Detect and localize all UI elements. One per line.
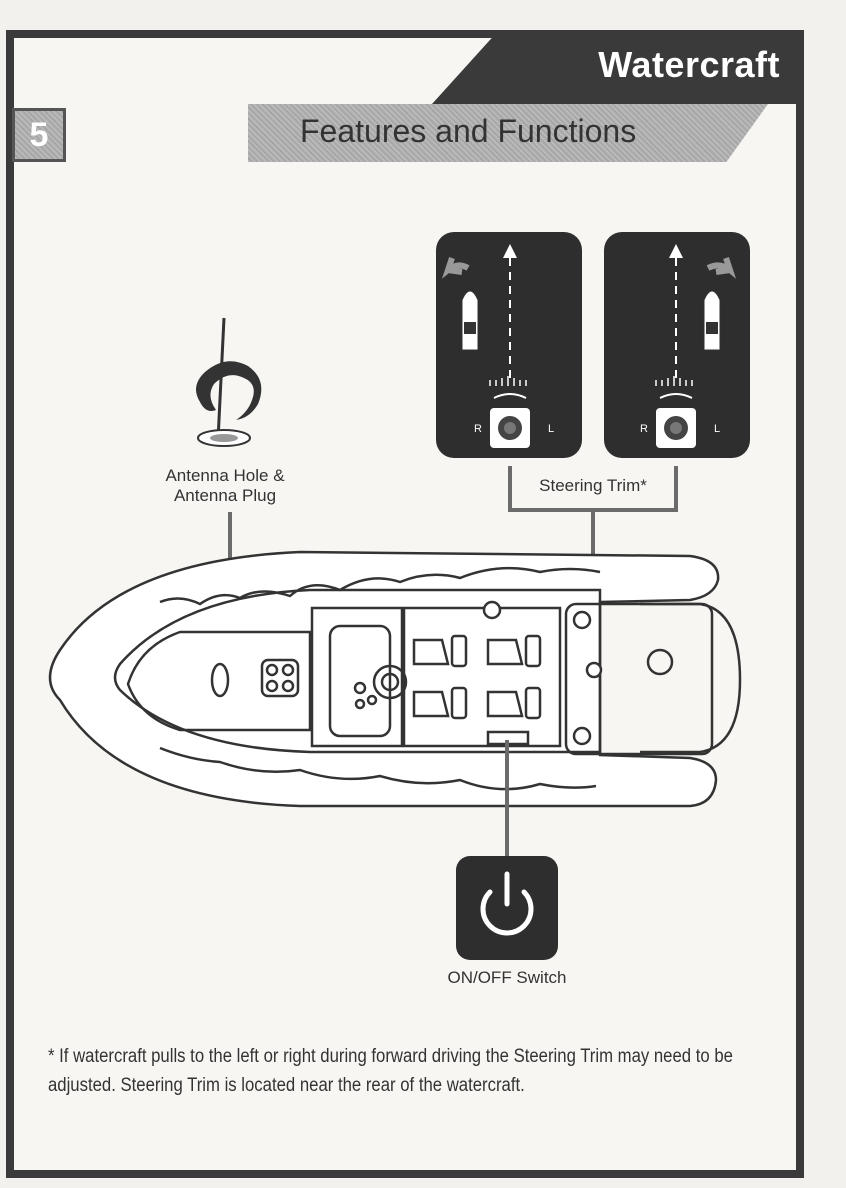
boat-icon bbox=[704, 291, 720, 350]
trim-left-r-text: R bbox=[474, 423, 482, 435]
steering-trim-right-panel bbox=[604, 232, 750, 458]
steering-trim-left-panel bbox=[436, 232, 582, 458]
antenna-label: Antenna Hole & Antenna Plug bbox=[140, 466, 310, 506]
trim-right-l-text: L bbox=[714, 423, 720, 435]
trim-left-l-text: L bbox=[548, 423, 554, 435]
on-off-switch-label: ON/OFF Switch bbox=[420, 968, 594, 988]
steering-trim-marker bbox=[587, 663, 601, 677]
antenna-hole-marker bbox=[484, 602, 500, 618]
trim-right-r-text: R bbox=[640, 423, 648, 435]
steering-trim-label: Steering Trim* bbox=[518, 476, 668, 496]
antenna-label-line-1: Antenna Hole & bbox=[140, 466, 310, 486]
antenna-plug-icon bbox=[196, 318, 261, 446]
footnote: * If watercraft pulls to the left or rig… bbox=[48, 1042, 768, 1100]
power-switch-icon bbox=[456, 856, 558, 960]
boat-top-view bbox=[50, 552, 740, 806]
boat-icon bbox=[462, 291, 478, 350]
antenna-label-line-2: Antenna Plug bbox=[140, 486, 310, 506]
